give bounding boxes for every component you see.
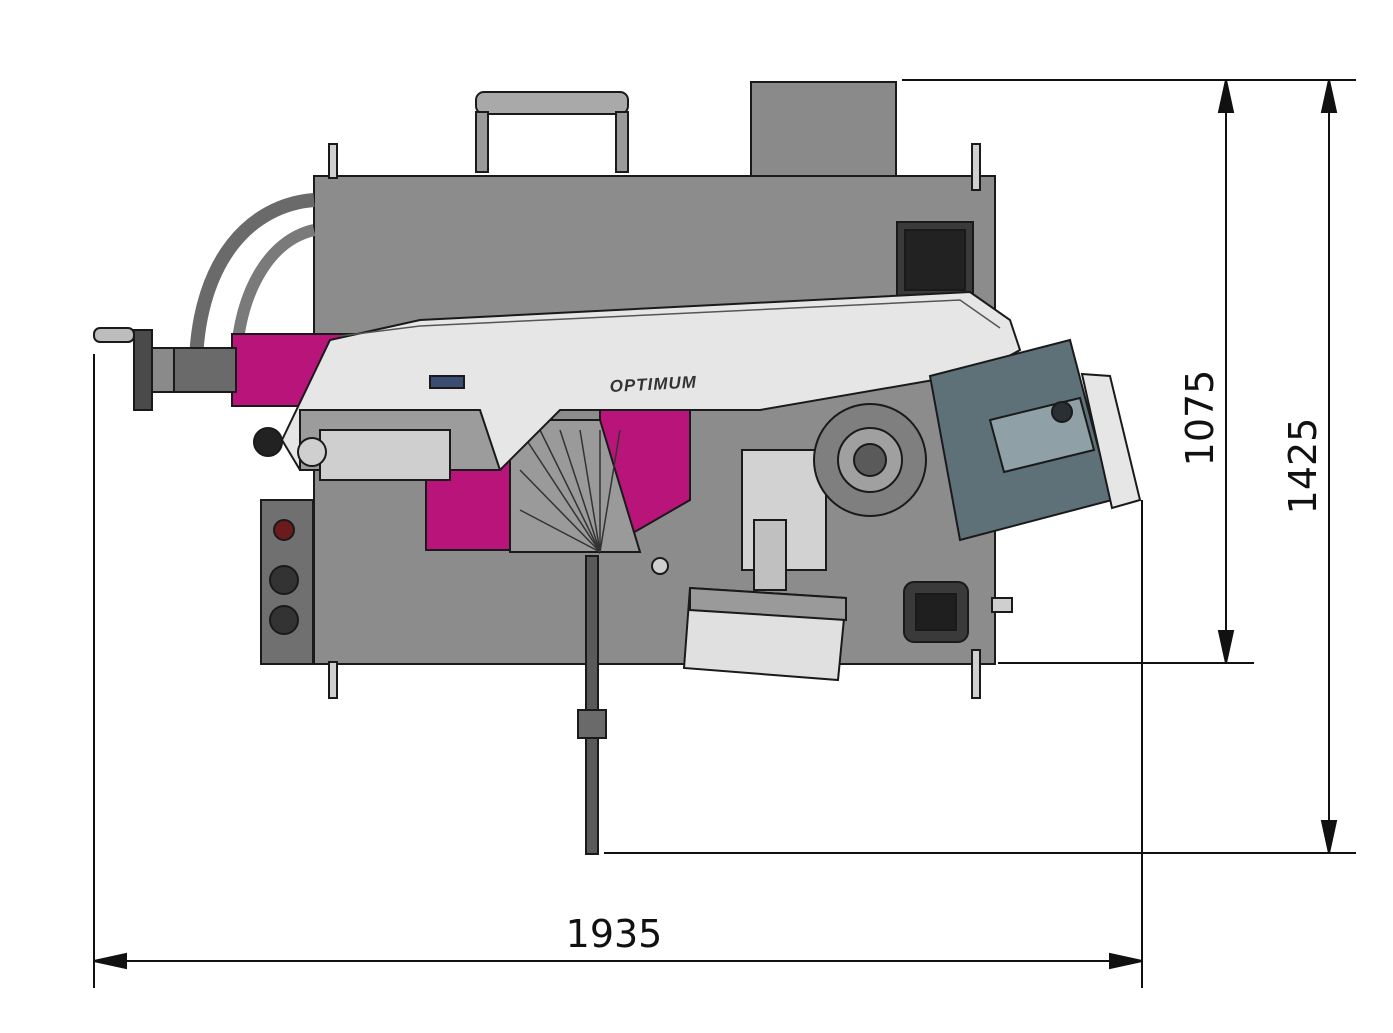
depth-dimension-label: 1075: [1178, 370, 1222, 467]
motor-end-cap: [1080, 372, 1142, 510]
control-knob: [269, 605, 299, 635]
arrowhead-icon: [93, 952, 127, 970]
base-bolts: [328, 143, 981, 699]
emergency-stop-button: [273, 519, 295, 541]
handwheel: [133, 329, 153, 411]
arrowhead-icon: [1320, 79, 1338, 113]
brand-label: OPTIMUM: [609, 372, 697, 396]
arrowhead-icon: [1109, 952, 1143, 970]
blade-guide: [319, 429, 451, 481]
arrowhead-icon: [1217, 79, 1235, 113]
logo-badge: [429, 375, 465, 389]
clamp-knob-icon: [253, 427, 283, 457]
feed-rod: [585, 555, 599, 855]
arrowhead-icon: [1320, 820, 1338, 854]
band-saw-machine: OPTIMUM: [93, 81, 1142, 855]
coolant-hose: [189, 193, 315, 361]
top-housing-box: [750, 81, 897, 181]
handwheel-crank: [93, 327, 135, 343]
control-knob: [269, 565, 299, 595]
carry-handle: [475, 91, 629, 115]
width-dimension-label: 1935: [566, 912, 663, 956]
control-box-stem: [753, 519, 787, 591]
dimension-lines: [93, 79, 1356, 988]
miter-scale: [509, 419, 642, 553]
arrowhead-icon: [1217, 630, 1235, 664]
side-knob: [991, 597, 1013, 613]
overall-depth-dimension-label: 1425: [1281, 418, 1325, 515]
